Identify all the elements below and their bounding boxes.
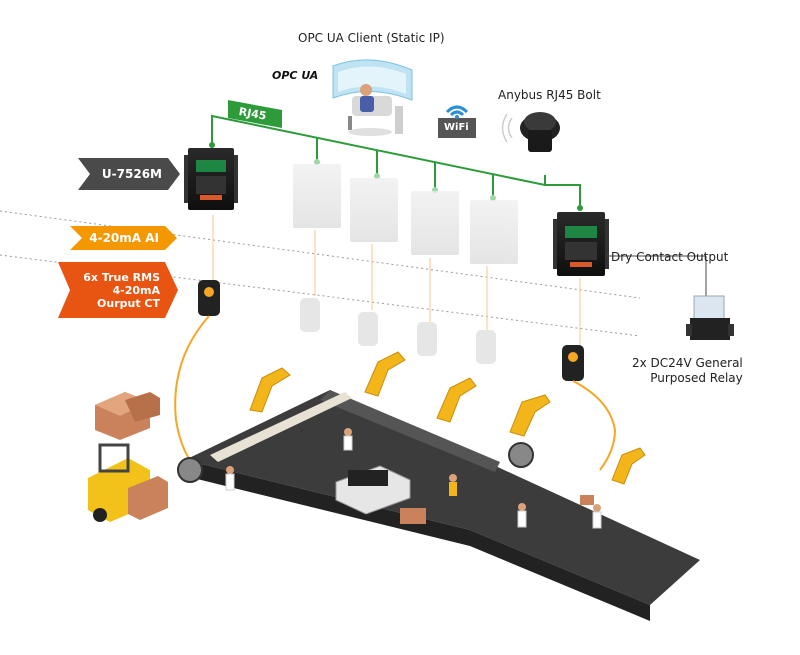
robot-arms — [249, 351, 646, 485]
u7526m-tag-shape — [78, 158, 180, 190]
anybus-bolt-icon — [501, 112, 560, 152]
forklift — [88, 443, 168, 522]
u7526m-tag: U-7526M — [101, 167, 162, 181]
ct-connections — [212, 215, 581, 345]
ct-tag-line1: 6x True RMS — [83, 270, 160, 284]
ct-tag-line2: 4-20mA — [112, 283, 160, 297]
anybus-label: Anybus RJ45 Bolt — [498, 88, 601, 102]
boxes — [95, 392, 594, 524]
relay-icon — [686, 295, 734, 340]
ghost-devices — [293, 164, 518, 264]
motors — [177, 442, 534, 483]
opc-ua-logo: OPC UA — [272, 69, 319, 82]
conveyor-belt — [185, 390, 700, 621]
ai-tag-shape — [70, 226, 177, 250]
relay-label: 2x DC24V General Purposed Relay — [632, 356, 743, 386]
ct-tag-shape — [58, 262, 178, 318]
relay-label-line1: 2x DC24V General — [632, 356, 743, 370]
relay-label-line2: Purposed Relay — [650, 371, 743, 385]
ethernet-bus — [211, 114, 581, 208]
ct-tag: 6x True RMS 4-20mA Ourput CT — [58, 262, 174, 318]
opc-client-label: OPC UA Client (Static IP) — [298, 31, 445, 45]
cables — [174, 315, 617, 471]
opc-client-workstation — [332, 59, 413, 136]
agv-cart — [335, 465, 411, 515]
u7526m-device — [184, 148, 238, 210]
rj45-tag-shape — [228, 100, 282, 128]
right-device — [553, 212, 609, 276]
wifi-icon — [438, 105, 476, 138]
ct-sensors — [198, 280, 584, 381]
ct-tag-line3: Ourput CT — [97, 296, 160, 310]
wifi-label: WiFi — [444, 122, 469, 133]
dry-contact-label: Dry Contact Output — [611, 250, 729, 264]
workers — [225, 428, 602, 529]
ai-tag: 4-20mA AI — [89, 231, 159, 245]
